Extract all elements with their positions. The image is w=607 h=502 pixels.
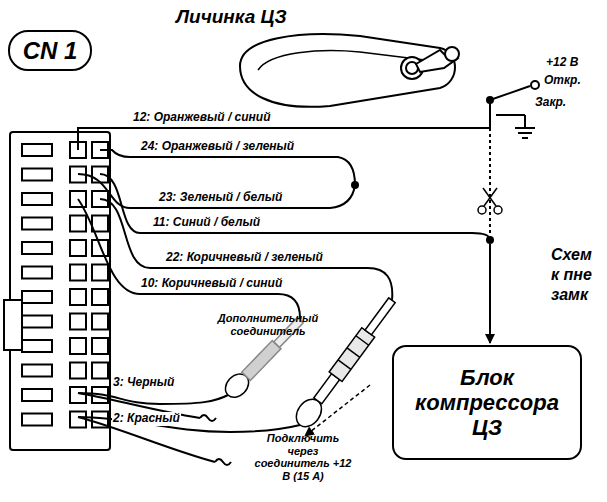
- node-text: CN 1: [23, 37, 78, 65]
- pin-cavity: [92, 289, 108, 305]
- switch-position: Откр.: [543, 74, 582, 88]
- housing-rib: [22, 389, 52, 401]
- connector-note: Дополнительный соединитель: [212, 312, 324, 337]
- pin-cavity: [92, 363, 108, 379]
- junction-dot: [486, 236, 494, 244]
- housing-rib: [22, 316, 52, 328]
- pin-cavity: [70, 240, 86, 256]
- housing-rib: [22, 169, 52, 181]
- cut-text: к пне: [550, 266, 593, 284]
- voltage-label: +12 В: [545, 56, 579, 70]
- dashed-arrow: [305, 385, 370, 436]
- pin-cavity: [70, 216, 86, 232]
- wire-label: 2: Красный: [112, 412, 181, 426]
- pin-cavity: [70, 289, 86, 305]
- connector-tag: CN 1: [8, 30, 92, 71]
- cut-text: замк: [550, 286, 589, 304]
- node-text: Блок компрессора ЦЗ: [412, 365, 562, 441]
- wire-label: 3: Черный: [112, 376, 175, 390]
- wire-label: 22: Коричневый / зеленый: [165, 251, 324, 265]
- connector-note: Подключить через соединитель +12 В (15 А…: [252, 432, 354, 483]
- junction-dot: [351, 181, 359, 189]
- door-handle: [240, 34, 459, 107]
- pin-cavity: [70, 387, 86, 403]
- cut-text: Схем: [550, 246, 593, 264]
- wire-label: 11: Синий / белый: [152, 216, 261, 230]
- housing-rib: [22, 414, 52, 426]
- wire-label: 23: Зеленый / белый: [158, 191, 283, 205]
- component-label: Личинка ЦЗ: [175, 6, 288, 28]
- pin-cavity: [70, 314, 86, 330]
- pin-cavity: [70, 265, 86, 281]
- switch-position: Закр.: [534, 96, 567, 110]
- housing-rib: [22, 291, 52, 303]
- housing-rib: [22, 144, 52, 156]
- wire-label: 12: Оранжевый / синий: [132, 111, 272, 125]
- ignition-switch: [487, 81, 539, 343]
- pin-cavity: [92, 338, 108, 354]
- pin-cavity: [92, 216, 108, 232]
- wire-label: 24: Оранжевый / зеленый: [140, 140, 295, 154]
- pin-cavity: [70, 363, 86, 379]
- compressor-box: Блок компрессора ЦЗ: [392, 345, 582, 460]
- connector-housing: [4, 132, 110, 450]
- housing-rib: [22, 218, 52, 230]
- wire-label: 10: Коричневый / синий: [140, 277, 283, 291]
- housing-rib: [22, 340, 52, 352]
- housing-rib: [22, 242, 52, 254]
- housing-rib: [22, 365, 52, 377]
- pin-cavity: [70, 338, 86, 354]
- pin-cavity: [92, 314, 108, 330]
- scissors-symbol: [478, 188, 502, 214]
- pin-cavity: [92, 265, 108, 281]
- housing-rib: [22, 267, 52, 279]
- housing-rib: [22, 193, 52, 205]
